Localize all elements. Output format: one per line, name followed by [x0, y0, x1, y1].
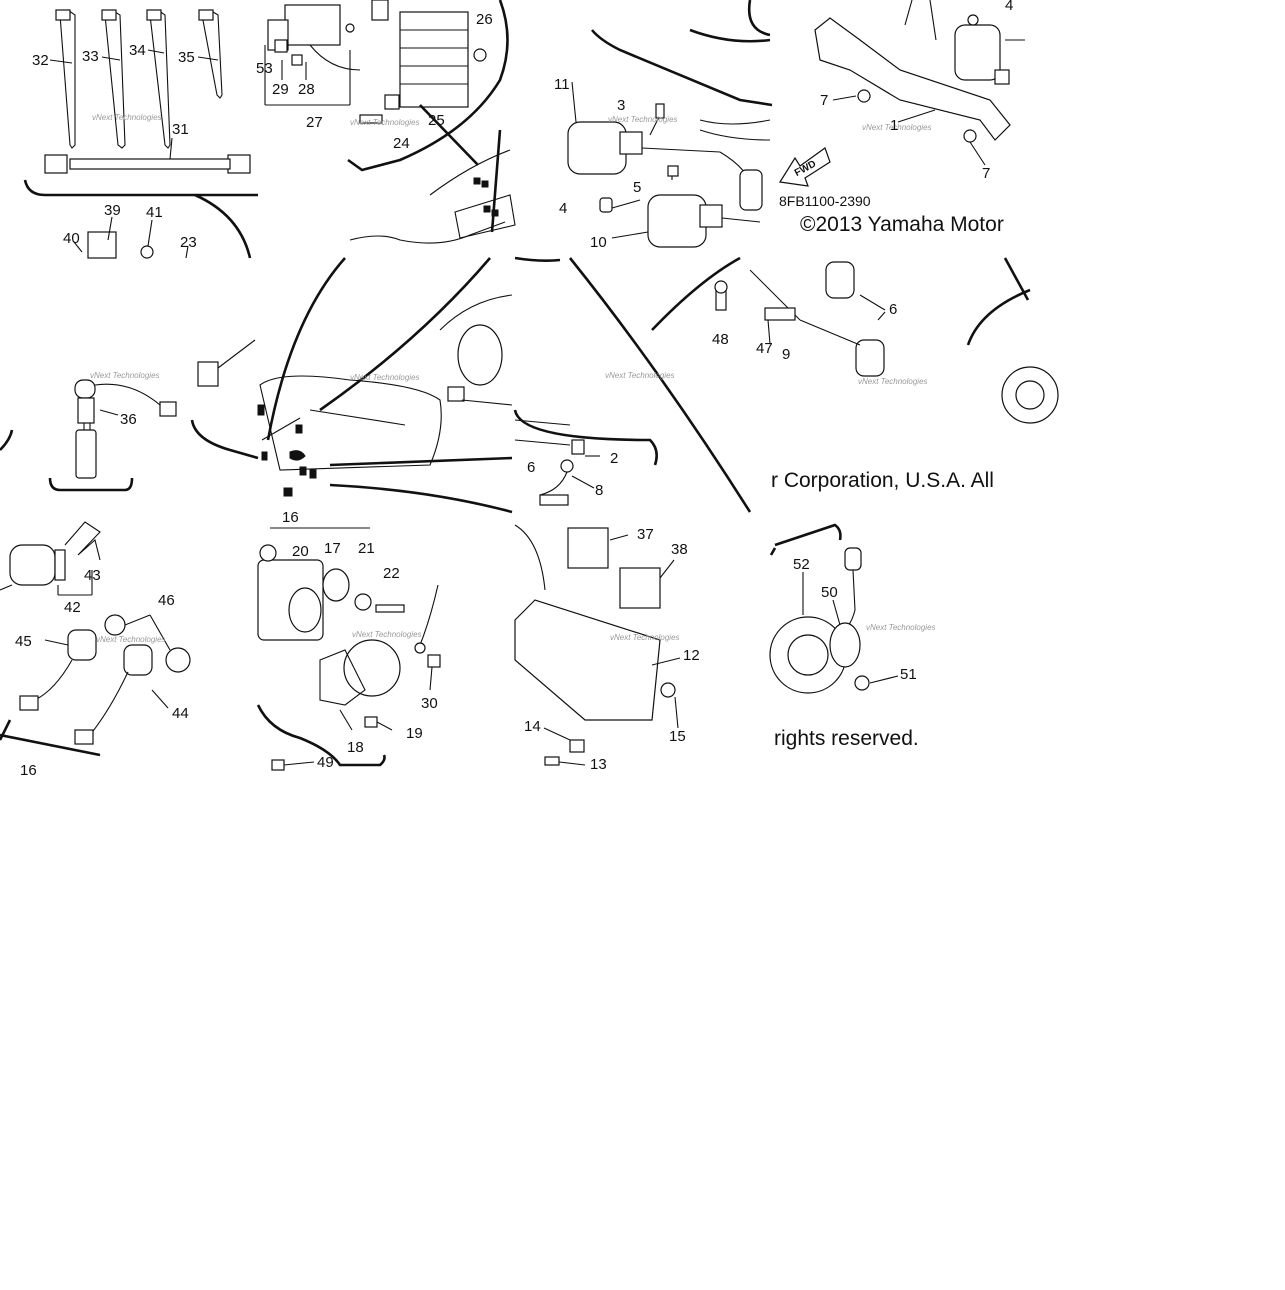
callout-50: 50	[821, 584, 838, 601]
callout-34: 34	[129, 42, 146, 59]
callout-12: 12	[683, 647, 700, 664]
callout-45: 45	[15, 633, 32, 650]
callout-7b: 7	[982, 165, 990, 182]
callout-26: 26	[476, 11, 493, 28]
tile-ecu: vNext Technologies	[514, 524, 681, 766]
callout-7a: 7	[820, 92, 828, 109]
callout-15: 15	[669, 728, 686, 745]
callout-47: 47	[756, 340, 773, 357]
tile-regulator: vNext Technologies	[264, 0, 516, 244]
watermark: vNext Technologies	[352, 630, 422, 639]
tile-pickup-coil: vNext Technologies	[769, 523, 936, 694]
callout-3: 3	[617, 97, 625, 114]
copyright-line-3: rights reserved.	[774, 727, 919, 750]
callout-16a: 16	[20, 762, 37, 779]
watermark: vNext Technologies	[608, 115, 678, 124]
tile-sensor: vNext Technologies	[0, 339, 259, 492]
callout-52: 52	[793, 556, 810, 573]
callout-16b: 16	[282, 509, 299, 526]
callout-29: 29	[272, 81, 289, 98]
callout-14: 14	[524, 718, 541, 735]
callout-4b: 4	[1005, 0, 1013, 14]
callout-18: 18	[347, 739, 364, 756]
watermark: vNext Technologies	[350, 373, 420, 382]
watermark: vNext Technologies	[90, 371, 160, 380]
callout-32: 32	[32, 52, 49, 69]
callout-20: 20	[292, 543, 309, 560]
callout-4a: 4	[559, 200, 567, 217]
callout-35: 35	[178, 49, 195, 66]
callout-31: 31	[172, 121, 189, 138]
callout-13: 13	[590, 756, 607, 773]
watermark: vNext Technologies	[610, 633, 680, 642]
callout-10: 10	[590, 234, 607, 251]
callout-53: 53	[256, 60, 273, 77]
callout-8: 8	[595, 482, 603, 499]
watermark: vNext Technologies	[605, 371, 675, 380]
callout-2: 2	[610, 450, 618, 467]
callout-41: 41	[146, 204, 163, 221]
watermark: vNext Technologies	[866, 623, 936, 632]
callout-9: 9	[782, 346, 790, 363]
tile-plug-leads: vNext Technologies	[23, 9, 258, 259]
callout-40: 40	[63, 230, 80, 247]
callout-1: 1	[890, 117, 898, 134]
callout-5: 5	[633, 179, 641, 196]
callout-46: 46	[158, 592, 175, 609]
tile-plug-caps: vNext Technologies	[651, 256, 1059, 424]
watermark: vNext Technologies	[862, 123, 932, 132]
diagram-code: 8FB1100-2390	[779, 193, 871, 209]
callout-21: 21	[358, 540, 375, 557]
tile-bracket: FWD vNext Technologies	[779, 0, 1025, 187]
callout-25: 25	[428, 112, 445, 129]
watermark: vNext Technologies	[96, 635, 166, 644]
tile-overview: vNext Technologies	[257, 257, 513, 514]
callout-19: 19	[406, 725, 423, 742]
copyright-line-2: r Corporation, U.S.A. All	[771, 469, 994, 492]
callout-39: 39	[104, 202, 121, 219]
callout-6a: 6	[527, 459, 535, 476]
watermark: vNext Technologies	[92, 113, 162, 122]
callout-33: 33	[82, 48, 99, 65]
tile-ground-lead: vNext Technologies	[513, 256, 752, 513]
callout-44: 44	[172, 705, 189, 722]
watermark: vNext Technologies	[350, 118, 420, 127]
tile-fuel-sender: vNext Technologies	[0, 521, 191, 757]
callout-23: 23	[180, 234, 197, 251]
callout-17: 17	[324, 540, 341, 557]
callout-36: 36	[120, 411, 137, 428]
callout-51: 51	[900, 666, 917, 683]
watermark: vNext Technologies	[858, 377, 928, 386]
copyright-line-1: ©2013 Yamaha Motor	[800, 213, 1004, 236]
callout-37: 37	[637, 526, 654, 543]
callout-30: 30	[421, 695, 438, 712]
callout-22: 22	[383, 565, 400, 582]
callout-11: 11	[554, 76, 570, 93]
tile-ignition-coils: vNext Technologies	[567, 0, 773, 248]
callout-27: 27	[306, 114, 323, 131]
callout-42: 42	[64, 599, 81, 616]
callout-43: 43	[84, 567, 101, 584]
callout-49: 49	[317, 754, 334, 771]
callout-38: 38	[671, 541, 688, 558]
callout-24: 24	[393, 135, 410, 152]
callout-48: 48	[712, 331, 729, 348]
tile-starter-motor: vNext Technologies	[256, 527, 441, 771]
callout-6b: 6	[889, 301, 897, 318]
callout-28: 28	[298, 81, 315, 98]
